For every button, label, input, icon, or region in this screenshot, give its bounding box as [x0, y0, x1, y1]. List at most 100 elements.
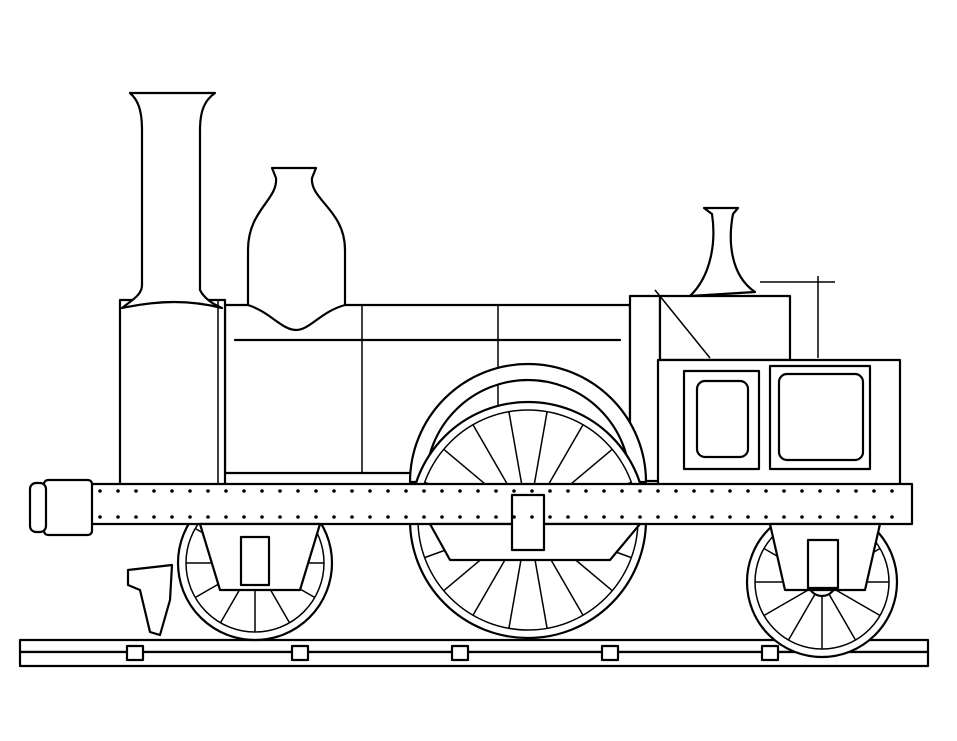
cab-window-left [695, 379, 750, 459]
rivet [278, 489, 282, 493]
steam-dome [246, 166, 347, 332]
rivet [476, 515, 480, 519]
rivet [224, 489, 228, 493]
wheel-spoke [763, 588, 811, 617]
rivet [566, 489, 570, 493]
splasher [408, 362, 648, 484]
rivet [260, 489, 264, 493]
rivet [548, 489, 552, 493]
wheel-spoke [828, 593, 857, 641]
rail-chair [125, 644, 145, 662]
rivet [368, 515, 372, 519]
rivet [818, 515, 822, 519]
chimney [120, 91, 224, 310]
rivet [386, 489, 390, 493]
frame-hornplates [198, 522, 882, 592]
rivet [890, 489, 894, 493]
rivet [656, 489, 660, 493]
rivet [242, 515, 246, 519]
rivet [458, 515, 462, 519]
rivet [170, 515, 174, 519]
rivet [674, 489, 678, 493]
rivet [818, 489, 822, 493]
smokebox [118, 298, 227, 487]
rivet [314, 515, 318, 519]
rivet [260, 515, 264, 519]
rivet [782, 515, 786, 519]
rivet [170, 489, 174, 493]
rivet [98, 515, 102, 519]
rivet [242, 489, 246, 493]
rivet [728, 489, 732, 493]
rivet [224, 515, 228, 519]
rivet [692, 489, 696, 493]
rivet [836, 489, 840, 493]
rivet [656, 515, 660, 519]
rivet [404, 515, 408, 519]
rivet [440, 515, 444, 519]
rail-chair [600, 644, 620, 662]
rivet [872, 515, 876, 519]
rivet [386, 515, 390, 519]
rivet [494, 489, 498, 493]
rivet [134, 515, 138, 519]
rail-chair [290, 644, 310, 662]
rail-track [18, 638, 930, 668]
rivet [890, 515, 894, 519]
rivet [296, 515, 300, 519]
rivet [728, 515, 732, 519]
rivet [764, 489, 768, 493]
rivet [458, 489, 462, 493]
rivet [746, 515, 750, 519]
rivet [314, 489, 318, 493]
rivet [116, 489, 120, 493]
buffer [28, 478, 94, 537]
rivet [296, 489, 300, 493]
rivet [422, 515, 426, 519]
rivet [476, 489, 480, 493]
rivet [278, 515, 282, 519]
rivet [746, 489, 750, 493]
rivet [512, 515, 516, 519]
rivet [710, 489, 714, 493]
rail-chair [760, 644, 780, 662]
rivet [530, 515, 534, 519]
rivet [602, 515, 606, 519]
rivet [404, 489, 408, 493]
rivet [764, 515, 768, 519]
rivet [584, 489, 588, 493]
rivet [152, 515, 156, 519]
rivet [638, 515, 642, 519]
wheel-spoke [833, 588, 881, 617]
rivet [116, 515, 120, 519]
rivet [98, 489, 102, 493]
rivet [332, 489, 336, 493]
rivet [134, 489, 138, 493]
rivet [368, 489, 372, 493]
frame [88, 482, 914, 526]
rivet [674, 515, 678, 519]
rivet [494, 515, 498, 519]
rivet [440, 489, 444, 493]
wheel-spoke [787, 593, 816, 641]
rivet [152, 489, 156, 493]
rivet [512, 489, 516, 493]
cab-window-right [777, 372, 865, 462]
rivet [800, 515, 804, 519]
rivet [188, 515, 192, 519]
rivet [836, 515, 840, 519]
rivet [782, 489, 786, 493]
rivet [638, 489, 642, 493]
rivet [800, 489, 804, 493]
rivet [206, 515, 210, 519]
rivet [854, 515, 858, 519]
rivet [350, 489, 354, 493]
rivet [710, 515, 714, 519]
rivet [602, 489, 606, 493]
rivet [422, 489, 426, 493]
rivet [854, 489, 858, 493]
rivet [692, 515, 696, 519]
rivet [620, 515, 624, 519]
rivet [332, 515, 336, 519]
